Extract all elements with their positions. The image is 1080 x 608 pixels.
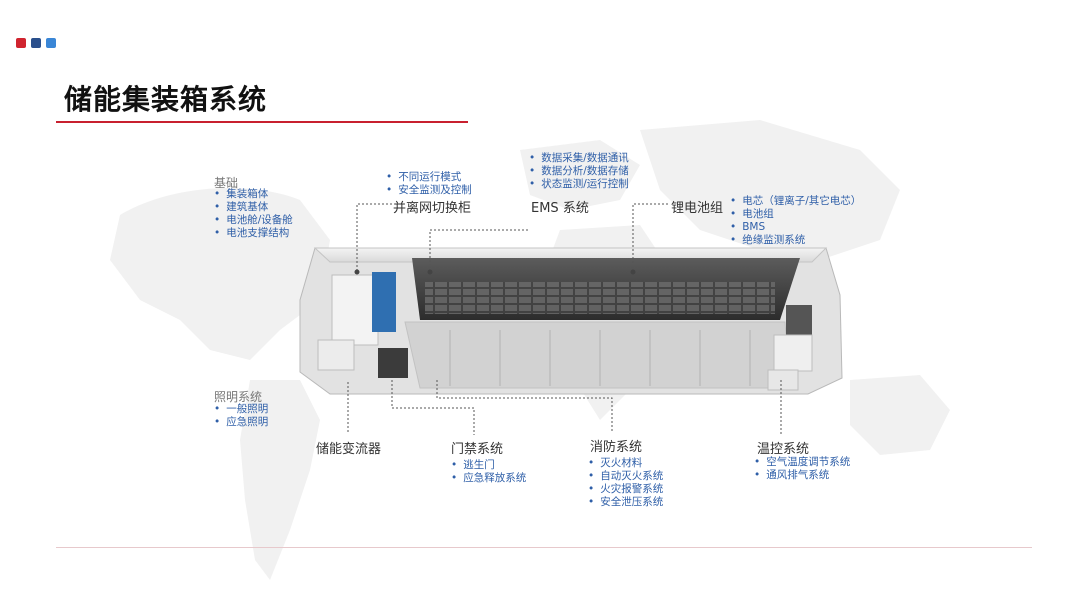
list-item: 绝缘监测系统	[730, 234, 861, 247]
hvac-list: 空气温度调节系统 通风排气系统	[754, 456, 850, 482]
list-item: 电池支撑结构	[214, 227, 293, 240]
list-item: 应急照明	[214, 416, 268, 429]
list-item: 数据采集/数据通讯	[529, 152, 629, 165]
list-item: 数据分析/数据存储	[529, 165, 629, 178]
list-item: 安全监测及控制	[386, 184, 472, 197]
page-title: 储能集装箱系统	[64, 83, 268, 116]
header-dots	[16, 38, 56, 48]
list-item: BMS	[730, 221, 861, 234]
list-item: 建筑基体	[214, 201, 293, 214]
fire-heading: 消防系统	[590, 440, 643, 455]
switchgear-heading: 并离网切换柜	[393, 201, 472, 216]
list-item: 安全泄压系统	[588, 496, 663, 509]
list-item: 灭火材料	[588, 457, 663, 470]
list-item: 一般照明	[214, 403, 268, 416]
list-item: 不同运行模式	[386, 171, 472, 184]
fire-list: 灭火材料 自动灭火系统 火灾报警系统 安全泄压系统	[588, 457, 663, 509]
hvac-heading: 温控系统	[757, 442, 810, 457]
hvac-unit	[786, 305, 812, 335]
door-heading: 门禁系统	[451, 442, 504, 457]
list-item: 电池舱/设备舱	[214, 214, 293, 227]
pcs-cabinet	[331, 274, 379, 346]
navy-dot	[31, 38, 41, 48]
foundation-list: 集装箱体 建筑基体 电池舱/设备舱 电池支撑结构	[214, 188, 293, 240]
list-item: 空气温度调节系统	[754, 456, 850, 469]
red-dot	[16, 38, 26, 48]
footer-divider	[56, 547, 1032, 548]
battery-heading: 锂电池组	[671, 201, 724, 216]
list-item: 集装箱体	[214, 188, 293, 201]
blue-dot	[46, 38, 56, 48]
lighting-list: 一般照明 应急照明	[214, 403, 268, 429]
pcs-heading: 储能变流器	[316, 442, 382, 457]
list-item: 逃生门	[451, 459, 526, 472]
list-item: 状态监测/运行控制	[529, 178, 629, 191]
lighting-heading: 照明系统	[214, 390, 263, 404]
list-item: 火灾报警系统	[588, 483, 663, 496]
list-item: 自动灭火系统	[588, 470, 663, 483]
ems-heading: EMS 系统	[531, 201, 589, 216]
switchgear-list: 不同运行模式 安全监测及控制	[386, 171, 472, 197]
battery-list: 电芯（锂离子/其它电芯） 电池组 BMS 绝缘监测系统	[730, 195, 861, 247]
list-item: 应急释放系统	[451, 472, 526, 485]
ems-list: 数据采集/数据通讯 数据分析/数据存储 状态监测/运行控制	[529, 152, 629, 191]
foundation-heading: 基础	[214, 176, 239, 190]
list-item: 电芯（锂离子/其它电芯）	[730, 195, 861, 208]
list-item: 通风排气系统	[754, 469, 850, 482]
door-list: 逃生门 应急释放系统	[451, 459, 526, 485]
list-item: 电池组	[730, 208, 861, 221]
title-underline	[56, 121, 468, 123]
